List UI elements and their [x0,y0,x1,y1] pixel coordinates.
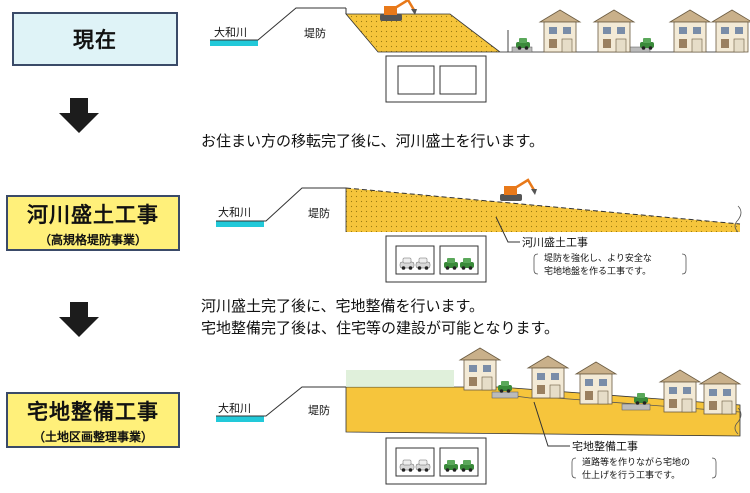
river-label-1: 大和川 [214,25,247,39]
embankment-fill-2 [346,188,740,232]
levee-line-1 [210,7,346,41]
stage-current-box: 現在 [12,12,178,66]
caption-step1: お住まい方の移転完了後に、河川盛土を行います。 [201,132,545,150]
housing-callout-title: 宅地整備工事 [572,439,638,453]
river-water-3 [216,416,264,422]
stage-embankment-box: 河川盛土工事 （高規格堤防事業） [6,195,180,251]
river-water-2 [216,221,264,227]
levee-line-3 [216,386,346,417]
levee-label-1: 堤防 [304,26,326,40]
section-current-diagram: 大和川 堤防 [210,0,750,103]
stage-embankment-subtitle: （高規格堤防事業） [38,232,147,247]
embankment-callout-title: 河川盛土工事 [522,235,588,249]
levee-label-3: 堤防 [308,403,330,417]
housing-callout-desc1: 道路等を作りながら宅地の [582,456,690,468]
down-arrow-2 [59,302,99,337]
stage-housing-title: 宅地整備工事 [27,399,159,424]
down-arrow-1 [59,98,99,133]
river-label-2: 大和川 [218,205,251,219]
greenery [346,370,454,387]
stage-current-title: 現在 [73,28,117,52]
river-water-1 [210,40,258,46]
caption-step2-line1: 河川盛土完了後に、宅地整備を行います。 [201,297,485,315]
caption-step2-line2: 宅地整備完了後は、住宅等の建設が可能となります。 [201,319,560,337]
housing-callout-desc2: 仕上げを行う工事です。 [582,469,680,481]
stage-embankment-title: 河川盛土工事 [27,202,159,227]
levee-line-2 [216,187,346,222]
section-embankment-diagram: 大和川 堤防 河川盛土工事 堤防を強化し、より安全な 宅地地盤を作る工事です。 [216,178,742,283]
embankment-callout-desc2: 宅地地盤を作る工事です。 [544,265,651,277]
section-housing-diagram: 大和川 堤防 宅地整備工事 道路等を作りながら宅地の 仕上げを行う工事です。 [216,347,742,485]
river-label-3: 大和川 [218,401,251,415]
stage-housing-box: 宅地整備工事 （土地区画整理事業） [6,392,180,448]
levee-label-2: 堤防 [308,206,330,220]
stage-housing-subtitle: （土地区画整理事業） [32,429,153,444]
existing-fill-1 [345,13,502,53]
embankment-callout-desc1: 堤防を強化し、より安全な [544,252,652,264]
